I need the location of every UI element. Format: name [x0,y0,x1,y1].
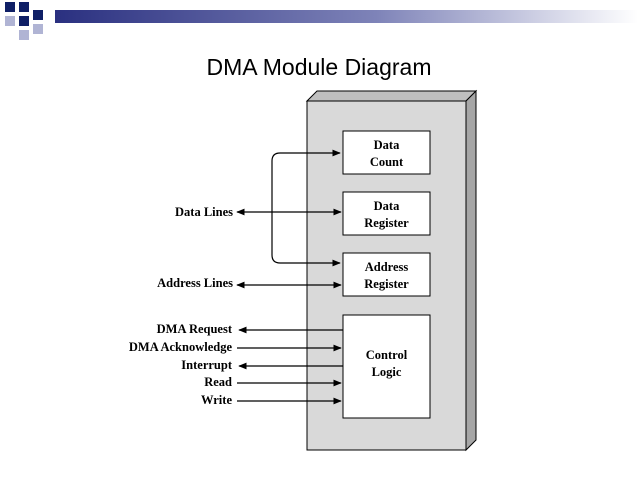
data-count-label-2: Count [370,155,404,169]
address-register-block: Address Register [342,252,431,297]
header-square [5,16,15,26]
data-lines-label: Data Lines [175,205,233,219]
header-square [19,30,29,40]
control-logic-label-2: Logic [372,365,402,379]
header-square [19,2,29,12]
header-decoration [5,2,638,40]
control-logic-label-1: Control [366,348,408,362]
slide-title: DMA Module Diagram [206,54,432,80]
address-lines-label: Address Lines [157,276,233,290]
data-count-block: Data Count [342,130,431,175]
address-register-label-2: Register [364,277,409,291]
control-logic-block: Control Logic [342,314,431,419]
header-square [5,2,15,12]
interrupt-label: Interrupt [181,358,233,372]
address-register-label-1: Address [365,260,409,274]
header-square [33,24,43,34]
header-band [55,10,638,23]
dma-acknowledge-label: DMA Acknowledge [129,340,233,354]
header-square [33,10,43,20]
read-label: Read [204,375,232,389]
write-label: Write [201,393,232,407]
internal-data-bus [271,149,341,267]
data-count-label-1: Data [374,138,400,152]
data-register-label-1: Data [374,199,400,213]
dma-request-label: DMA Request [157,322,233,336]
data-register-label-2: Register [364,216,409,230]
data-register-block: Data Register [342,191,431,236]
header-square [19,16,29,26]
